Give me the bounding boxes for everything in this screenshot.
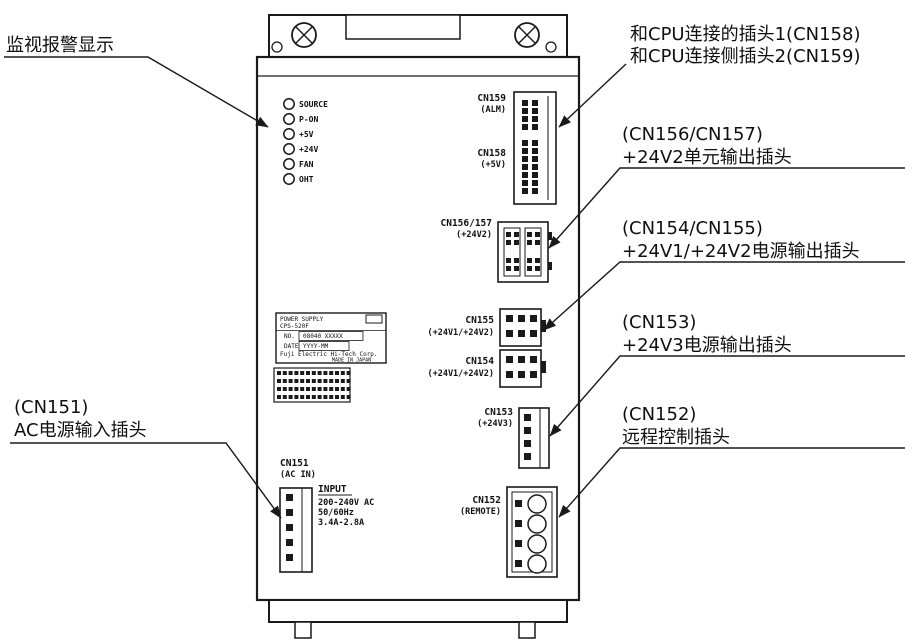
callout-cn153-desc: +24V3电源输出插头 bbox=[622, 335, 792, 356]
callout-cpu-line1: 和CPU连接的插头1(CN158) bbox=[630, 24, 860, 45]
nameplate-model: CPS-520F bbox=[280, 323, 309, 330]
connector-cn155: CN155 (+24V1/+24V2) bbox=[427, 308, 546, 347]
foot-right bbox=[518, 621, 536, 639]
cn154-label: CN154 bbox=[465, 356, 494, 367]
nameplate-no-label: NO. bbox=[284, 333, 295, 340]
led-oht-icon bbox=[283, 173, 295, 185]
cn159-pins bbox=[522, 100, 538, 130]
led-24v-icon bbox=[283, 143, 295, 155]
leader-alarm bbox=[4, 56, 269, 128]
cn158-label: CN158 bbox=[477, 148, 506, 159]
nameplate-product: POWER SUPPLY bbox=[280, 316, 324, 323]
input-title: INPUT bbox=[318, 484, 347, 495]
connector-cn152: CN152 (REMOTE) bbox=[460, 486, 558, 578]
input-spec-block: INPUT 200-240V AC 50/60Hz 3.4A-2.8A bbox=[318, 484, 374, 528]
callout-cn153-title: (CN153) bbox=[622, 312, 696, 333]
cn151-pins bbox=[286, 494, 293, 561]
connector-cn153: CN153 (+24V3) bbox=[477, 407, 550, 469]
led-label-pon: P-ON bbox=[299, 115, 318, 124]
led-5v-icon bbox=[283, 128, 295, 140]
cn158-sublabel: (+5V) bbox=[480, 160, 506, 170]
device-unit: SOURCE P-ON +5V +24V FAN OHT CN159 (ALM)… bbox=[255, 14, 581, 639]
connector-cn154: CN154 (+24V1/+24V2) bbox=[427, 349, 546, 388]
nameplate: POWER SUPPLY CPS-520F NO. 08040 XXXXX DA… bbox=[275, 312, 387, 364]
callout-alarm-display: 监视报警显示 bbox=[6, 35, 114, 56]
cn152-socket-2 bbox=[527, 514, 547, 534]
cn156-label: CN156/157 bbox=[441, 218, 492, 229]
cn155-label: CN155 bbox=[465, 315, 494, 326]
callout-labels: 监视报警显示 和CPU连接的插头1(CN158) 和CPU连接侧插头2(CN15… bbox=[6, 24, 860, 448]
cn151-label: CN151 bbox=[280, 458, 309, 469]
callout-cn154-title: (CN154/CN155) bbox=[622, 218, 763, 239]
cn153-pins bbox=[524, 414, 531, 460]
led-label-5v: +5V bbox=[299, 130, 314, 139]
led-indicator-panel: SOURCE P-ON +5V +24V FAN OHT bbox=[283, 98, 328, 185]
cn156-pins-bottom-left bbox=[506, 258, 519, 271]
callout-cn154-desc: +24V1/+24V2电源输出插头 bbox=[622, 241, 860, 262]
cn154-pins bbox=[506, 356, 537, 378]
nameplate-date-label: DATE bbox=[284, 343, 299, 350]
led-label-oht: OHT bbox=[299, 175, 314, 184]
nameplate-origin: MADE IN JAPAN bbox=[332, 358, 371, 364]
cn158-pins bbox=[522, 140, 538, 194]
cn152-socket-1 bbox=[527, 494, 547, 514]
led-fan-icon bbox=[283, 158, 295, 170]
nameplate-maker: Fuji Electric Hi-Tech Corp. bbox=[280, 351, 378, 358]
cn156-pins-top-left bbox=[506, 232, 519, 245]
callout-cn152-title: (CN152) bbox=[622, 404, 696, 425]
leader-cn153 bbox=[549, 355, 905, 437]
bottom-bracket bbox=[268, 599, 568, 639]
cn155-sublabel: (+24V1/+24V2) bbox=[427, 328, 494, 338]
leader-cn154 bbox=[543, 261, 905, 331]
led-label-fan: FAN bbox=[299, 160, 314, 169]
callout-cn156-desc: +24V2单元输出插头 bbox=[622, 147, 792, 168]
nameplate-no-value: 08040 XXXXX bbox=[303, 333, 343, 340]
top-bracket bbox=[268, 14, 568, 58]
screw-icon-left bbox=[291, 22, 317, 48]
leader-lines bbox=[4, 56, 905, 519]
cn152-socket-3 bbox=[527, 534, 547, 554]
led-source-icon bbox=[283, 98, 295, 110]
cn152-sublabel: (REMOTE) bbox=[460, 507, 501, 517]
matrix-cells bbox=[277, 371, 351, 399]
cn151-sublabel: (AC IN) bbox=[280, 470, 316, 480]
matrix-label bbox=[273, 367, 351, 403]
cn152-socket-4 bbox=[527, 554, 547, 574]
callout-cpu-line2: 和CPU连接侧插头2(CN159) bbox=[630, 46, 860, 67]
connector-cn151: CN151 (AC IN) bbox=[279, 458, 316, 573]
cn154-sublabel: (+24V1/+24V2) bbox=[427, 369, 494, 379]
callout-cn151-desc: AC电源输入插头 bbox=[14, 420, 147, 441]
connector-cn156-cn157: CN156/157 (+24V2) bbox=[441, 218, 552, 283]
nameplate-date-value: YYYY-MM bbox=[303, 343, 329, 350]
led-label-24v: +24V bbox=[299, 145, 318, 154]
cn156-sublabel: (+24V2) bbox=[456, 230, 492, 240]
input-voltage: 200-240V AC bbox=[318, 498, 374, 508]
callout-cn152-desc: 远程控制插头 bbox=[622, 427, 730, 448]
bolt-icon-right bbox=[545, 41, 557, 53]
led-label-source: SOURCE bbox=[299, 100, 328, 109]
cn152-label: CN152 bbox=[472, 495, 501, 506]
cn157-pins-bottom-right bbox=[527, 258, 540, 271]
leader-cn152 bbox=[558, 447, 905, 518]
leader-cn156 bbox=[548, 167, 905, 249]
cn153-sublabel: (+24V3) bbox=[477, 419, 513, 429]
bolt-icon-left bbox=[271, 41, 283, 53]
screw-icon-right bbox=[514, 22, 540, 48]
callout-cn151-title: (CN151) bbox=[14, 397, 88, 418]
leader-cn151 bbox=[10, 442, 282, 519]
foot-left bbox=[294, 621, 312, 639]
leader-cpu bbox=[558, 63, 627, 128]
connector-cn159-cn158: CN159 (ALM) CN158 (+5V) bbox=[477, 91, 557, 205]
input-frequency: 50/60Hz bbox=[318, 508, 354, 518]
cn152-pins bbox=[515, 500, 522, 567]
input-current: 3.4A-2.8A bbox=[318, 518, 364, 528]
cn159-sublabel: (ALM) bbox=[480, 105, 506, 115]
cn155-pins bbox=[506, 315, 537, 337]
led-pon-icon bbox=[283, 113, 295, 125]
cn157-pins-top-right bbox=[527, 232, 540, 245]
cn153-label: CN153 bbox=[484, 407, 513, 418]
cn159-label: CN159 bbox=[477, 93, 506, 104]
callout-cn156-title: (CN156/CN157) bbox=[622, 124, 763, 145]
